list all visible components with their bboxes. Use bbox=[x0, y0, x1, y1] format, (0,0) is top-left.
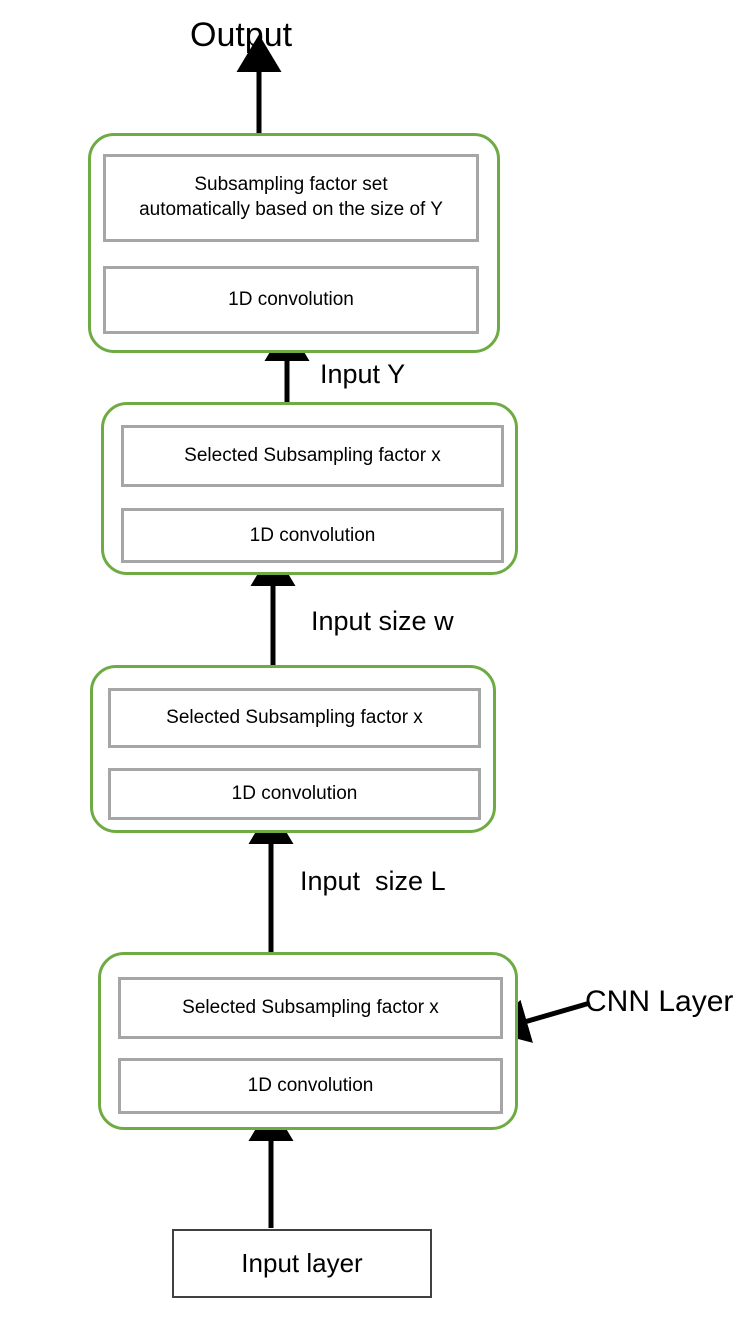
convolution-box-top: 1D convolution bbox=[103, 266, 479, 334]
input-layer-label: Input layer bbox=[241, 1248, 363, 1278]
subsampling-box-top-label: Subsampling factor set automatically bas… bbox=[139, 174, 443, 220]
cnn-layer-block-lower-middle: Selected Subsampling factor x 1D convolu… bbox=[90, 665, 496, 833]
edge-label-input-size-w: Input size w bbox=[311, 606, 454, 636]
arrow-cnn-callout bbox=[490, 999, 591, 1043]
input-layer-box: Input layer bbox=[172, 1229, 432, 1298]
edge-label-input-size-l: Input size L bbox=[300, 866, 446, 896]
cnn-layer-block-top: Subsampling factor set automatically bas… bbox=[88, 133, 500, 353]
cnn-layer-annotation-label: CNN Layer bbox=[585, 985, 734, 1018]
subsampling-box-lower-middle: Selected Subsampling factor x bbox=[108, 688, 481, 748]
edge-label-input-y: Input Y bbox=[320, 359, 406, 389]
subsampling-box-lower-middle-label: Selected Subsampling factor x bbox=[166, 707, 423, 729]
convolution-box-lower-middle-label: 1D convolution bbox=[231, 783, 358, 805]
convolution-box-upper-middle-label: 1D convolution bbox=[249, 524, 376, 546]
cnn-layer-block-bottom: Selected Subsampling factor x 1D convolu… bbox=[98, 952, 518, 1130]
convolution-box-upper-middle: 1D convolution bbox=[121, 508, 504, 563]
cnn-layer-block-upper-middle: Selected Subsampling factor x 1D convolu… bbox=[101, 402, 518, 575]
subsampling-box-top: Subsampling factor set automatically bas… bbox=[103, 154, 479, 242]
output-label: Output bbox=[190, 16, 293, 54]
convolution-box-top-label: 1D convolution bbox=[228, 289, 354, 311]
subsampling-box-bottom: Selected Subsampling factor x bbox=[118, 977, 503, 1039]
convolution-box-lower-middle: 1D convolution bbox=[108, 768, 481, 820]
subsampling-box-bottom-label: Selected Subsampling factor x bbox=[182, 997, 439, 1019]
subsampling-box-upper-middle: Selected Subsampling factor x bbox=[121, 425, 504, 487]
convolution-box-bottom-label: 1D convolution bbox=[247, 1075, 374, 1097]
convolution-box-bottom: 1D convolution bbox=[118, 1058, 503, 1114]
subsampling-box-upper-middle-label: Selected Subsampling factor x bbox=[184, 445, 441, 467]
